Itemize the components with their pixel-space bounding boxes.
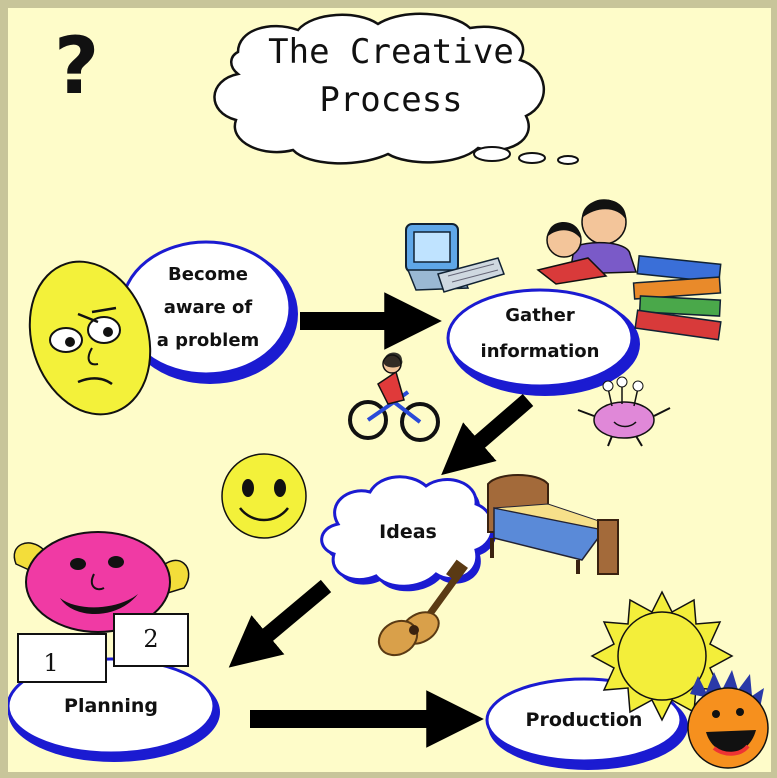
step-ideas-line-1: Ideas: [379, 521, 437, 543]
alien-icon: [577, 376, 671, 447]
smiley-face-icon: [221, 453, 307, 539]
title-line-2: Process: [319, 80, 463, 120]
laughing-face-icon: [687, 670, 769, 769]
step-label-ideas: Ideas: [348, 518, 468, 546]
reading-people-icon: [536, 199, 638, 285]
computer-icon: [405, 223, 505, 293]
books-icon: [632, 254, 722, 341]
step-gather-line-1: Gather: [505, 305, 575, 326]
step-gather-line-2: information: [480, 341, 600, 362]
box-number-2: 2: [143, 625, 159, 653]
confused-face-icon: [28, 260, 152, 416]
pink-face-icon: [13, 531, 190, 633]
step-oval-gather: [446, 288, 640, 396]
step-aware-line-3: a problem: [156, 330, 260, 351]
step-aware-line-2: aware of: [163, 297, 253, 318]
question-mark-icon: ?: [54, 22, 100, 112]
step-production-line-1: Production: [525, 709, 643, 731]
step-aware-line-1: Become: [168, 264, 248, 285]
diagram-canvas: The Creative Process ? Become aware of a…: [8, 8, 771, 772]
title-cloud: [213, 12, 579, 165]
box-number-1: 1: [43, 649, 59, 677]
arrow-ideas-to-planning: [228, 579, 332, 668]
page-title: The Creative Process: [226, 28, 556, 124]
guitar-icon: [377, 559, 468, 657]
bed-icon: [487, 474, 619, 575]
title-line-1: The Creative: [268, 32, 514, 72]
step-label-production: Production: [504, 706, 664, 734]
step-label-planning: Planning: [28, 692, 194, 720]
step-label-aware: Become aware of a problem: [128, 258, 288, 357]
step-oval-aware: [120, 240, 298, 384]
arrow-gather-to-ideas: [441, 393, 534, 476]
step-label-gather: Gather information: [448, 298, 632, 370]
step-cloud-ideas: [320, 475, 497, 592]
number-boxes: [17, 613, 189, 683]
step-planning-line-1: Planning: [64, 695, 158, 717]
diagram-drawing: [8, 12, 769, 770]
girl-bicycle-icon: [348, 352, 440, 442]
